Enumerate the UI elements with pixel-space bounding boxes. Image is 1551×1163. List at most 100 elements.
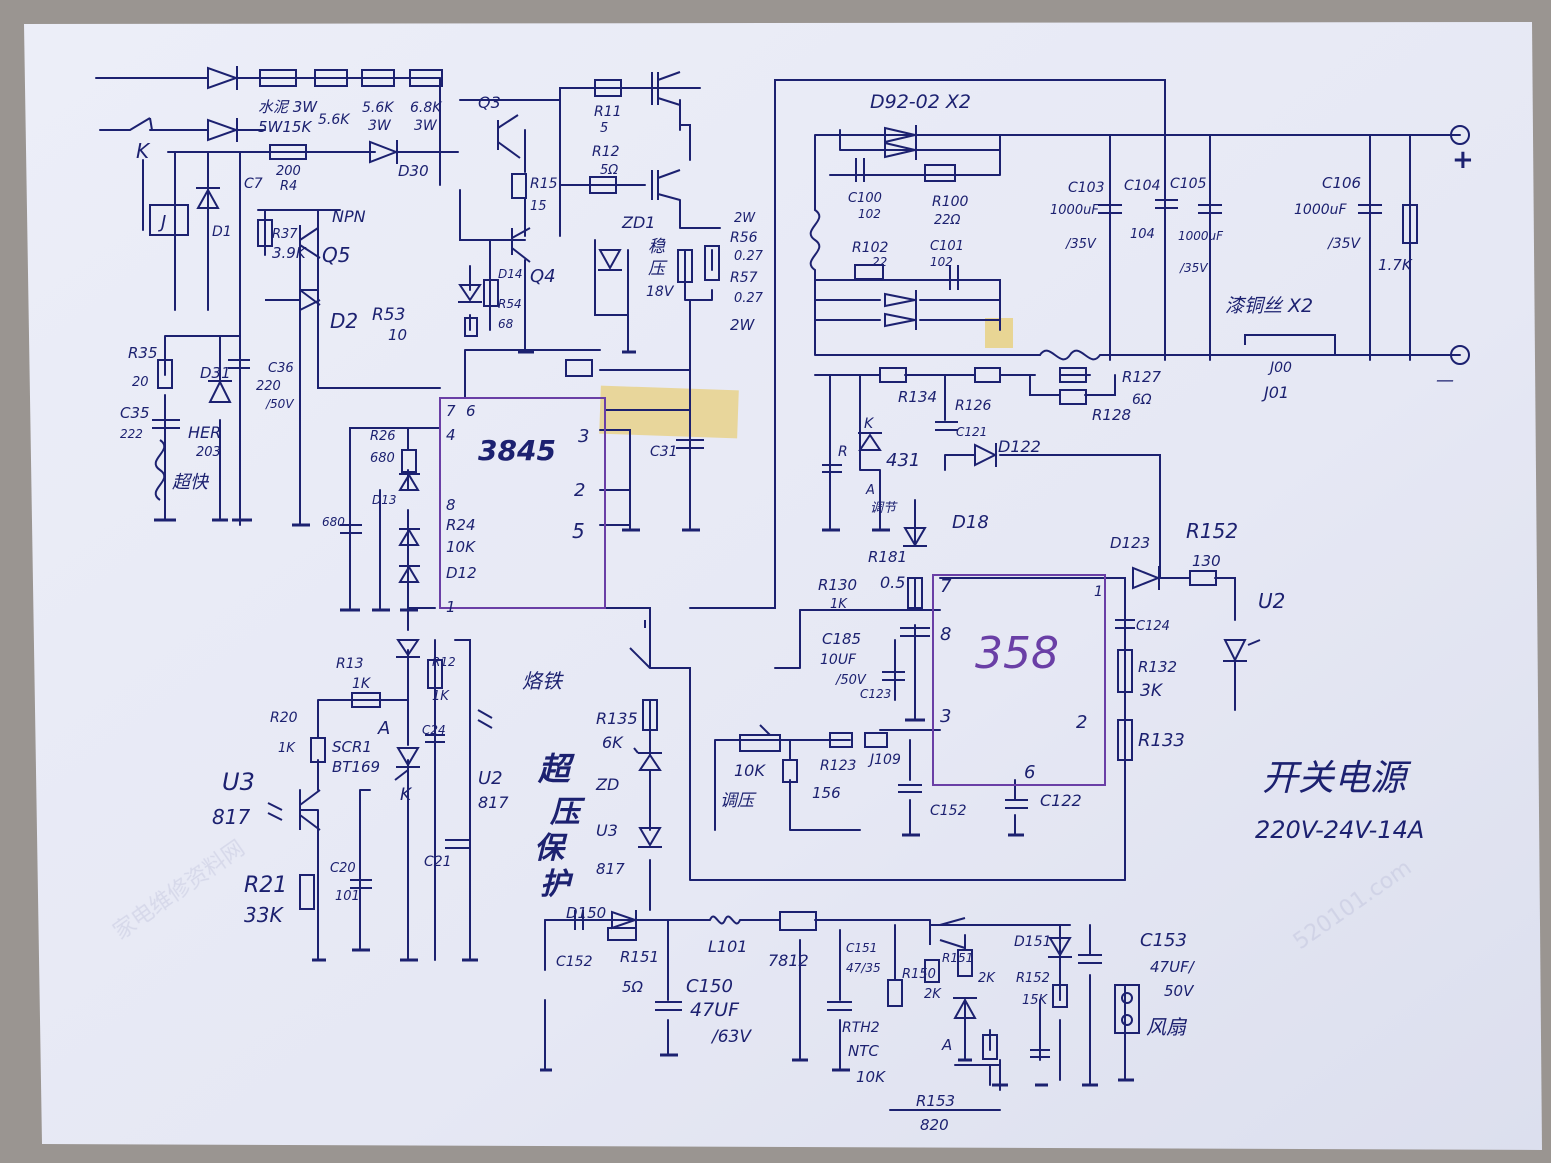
capacitor-c680 xyxy=(340,524,362,534)
label-chaokuai: 超快 xyxy=(172,472,210,493)
resistor-mid xyxy=(974,367,1001,383)
optocoupler-u2-emitter xyxy=(477,709,493,729)
label-c104v: 104 xyxy=(1130,227,1155,242)
opto-ovp xyxy=(638,827,662,848)
hv-label-1: 水泥 3W xyxy=(258,98,318,116)
label-her: HER xyxy=(188,423,221,442)
label-u2b: U2 xyxy=(1258,589,1285,613)
label-c35: C35 xyxy=(120,404,150,422)
resistor-r152b xyxy=(1052,984,1068,1008)
resistor-r127 xyxy=(1059,367,1087,383)
label-c152: C152 xyxy=(556,954,593,970)
resistor-r12 xyxy=(589,176,617,194)
label-zd1-a: 稳 xyxy=(648,237,666,257)
schematic-title: 开关电源 xyxy=(1262,758,1412,799)
resistor-mid2 xyxy=(829,732,853,748)
capacitor-c106 xyxy=(1358,204,1382,214)
diode-d12 xyxy=(398,565,420,583)
pin-3845-2: 2 xyxy=(574,480,585,501)
label-r132v: 3K xyxy=(1140,681,1164,701)
terminal-plus xyxy=(1450,125,1470,145)
capacitor-c31 xyxy=(676,439,704,449)
label-c106: C106 xyxy=(1322,174,1361,192)
label-r102v: 22 xyxy=(872,255,887,269)
enamel-wire-shunt xyxy=(1244,334,1336,355)
label-r100: R100 xyxy=(932,194,969,210)
label-r151: R151 xyxy=(620,948,659,966)
label-r151v: 5Ω xyxy=(622,978,644,996)
led-u2 xyxy=(1223,639,1261,663)
capacitor-c21 xyxy=(445,839,470,849)
terminal-minus xyxy=(1450,345,1470,365)
resistor-r133 xyxy=(1117,719,1133,761)
label-r12bv: 1K xyxy=(432,689,450,704)
pin-358-7: 7 xyxy=(940,576,952,597)
label-c153u: 50V xyxy=(1164,982,1195,1000)
capacitor-c150 xyxy=(655,1001,682,1011)
label-rth2: RTH2 xyxy=(842,1020,880,1036)
capacitor-c101 xyxy=(949,265,959,290)
wires xyxy=(95,77,1461,1111)
label-c36u: /50V xyxy=(265,397,294,411)
label-r53: R53 xyxy=(372,305,405,325)
label-r35: R35 xyxy=(128,344,158,362)
label-r24v: 10K xyxy=(446,538,476,556)
label-r134: R134 xyxy=(898,388,937,406)
label-c21: C21 xyxy=(424,854,452,870)
zener-zd xyxy=(633,747,662,771)
capacitor-c105 xyxy=(1198,204,1222,214)
label-r133: R133 xyxy=(1138,730,1185,751)
label-c151v: 47/35 xyxy=(846,961,881,975)
label-r24: R24 xyxy=(446,516,476,534)
capacitor-c123 xyxy=(882,671,905,681)
pin-3845-5: 5 xyxy=(572,519,585,543)
label-r200: 200 xyxy=(276,164,301,179)
label-c121: C121 xyxy=(956,425,987,439)
capacitor-c35 xyxy=(152,419,180,429)
label-scr-k: K xyxy=(400,785,413,805)
transistor-bottom xyxy=(929,917,966,949)
label-d122: D122 xyxy=(998,437,1041,456)
label-c105: C105 xyxy=(1170,176,1207,192)
label-c106v: 1000uF xyxy=(1294,202,1348,218)
resistor-bridge xyxy=(565,359,593,377)
label-r11v: 5 xyxy=(600,121,608,136)
label-bt169: BT169 xyxy=(332,758,380,776)
label-r53v: 10 xyxy=(388,326,407,344)
label-d123: D123 xyxy=(1110,534,1150,552)
label-k: K xyxy=(136,139,151,163)
label-d92: D92-02 X2 xyxy=(870,91,971,113)
transistor-q3 xyxy=(497,114,521,159)
ground-marks xyxy=(154,350,1134,1087)
label-r26: R26 xyxy=(370,429,396,444)
label-r56v: 0.27 xyxy=(734,249,764,264)
label-c185: C185 xyxy=(822,630,861,648)
resistor-r181 xyxy=(907,577,923,609)
pin-358-3: 3 xyxy=(940,706,951,727)
capacitor-c151 xyxy=(827,1001,852,1011)
diode-d13 xyxy=(398,473,420,491)
label-d151: D151 xyxy=(1014,934,1052,950)
capacitor-c152b xyxy=(898,784,922,793)
label-c680: 680 xyxy=(322,515,345,529)
resistor-r21 xyxy=(299,874,315,910)
label-r151bv: 2K xyxy=(978,971,996,986)
inductor-l101 xyxy=(709,915,741,925)
capacitor-c36 xyxy=(228,359,250,369)
label-r151b: R151 xyxy=(942,951,973,965)
label-out-plus: + xyxy=(1452,145,1474,175)
label-her-v: 203 xyxy=(196,445,221,460)
label-r20v: 1K xyxy=(278,741,296,756)
label-ovp-4: 护 xyxy=(540,867,574,902)
label-r152bv: 15K xyxy=(1022,993,1049,1008)
label-d150: D150 xyxy=(566,904,606,922)
label-ovp-817: 817 xyxy=(596,860,625,878)
pin-3845-8: 8 xyxy=(446,496,456,514)
label-ntcv: 10K xyxy=(856,1068,886,1086)
resistor-r151b xyxy=(957,949,973,977)
capacitor-c20 xyxy=(350,879,372,889)
resistor-r153 xyxy=(982,1034,998,1060)
label-u2v: 817 xyxy=(478,793,509,812)
relay-j xyxy=(149,204,189,236)
